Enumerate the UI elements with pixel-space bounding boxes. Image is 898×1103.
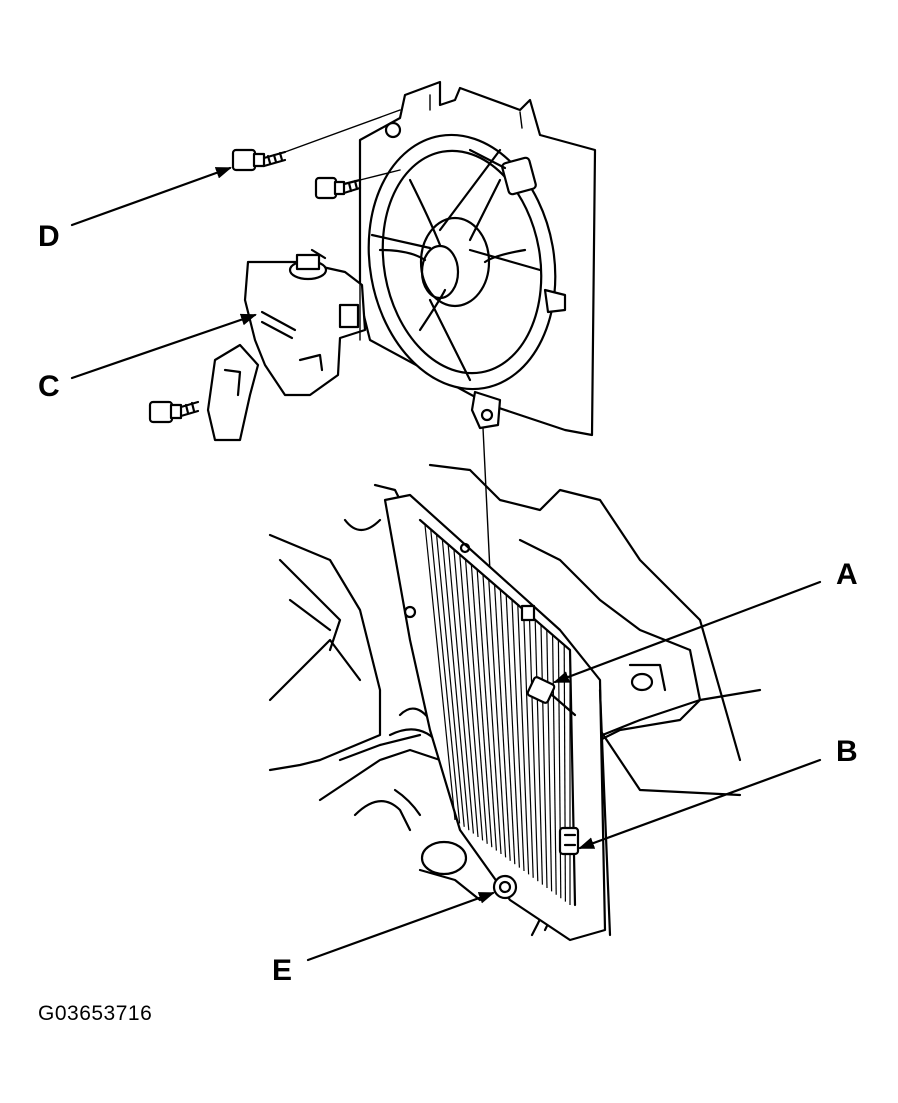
radiator-fin	[523, 609, 534, 878]
callout-label-c: C	[38, 370, 60, 403]
radiator-fin	[465, 559, 488, 844]
bolt-e	[492, 874, 518, 900]
bolt-c	[148, 400, 200, 424]
coolant-reservoir	[243, 248, 367, 397]
radiator-fin	[528, 614, 539, 882]
arrow-a	[553, 580, 822, 684]
radiator-fin	[476, 569, 497, 851]
radiator-fin	[517, 604, 530, 875]
radiator-fin	[453, 549, 479, 838]
radiator-fin	[557, 639, 562, 899]
callout-arrows	[70, 166, 822, 962]
radiator-fin	[511, 599, 525, 872]
arrow-d	[70, 166, 232, 227]
callout-label-b: B	[836, 735, 858, 768]
connector-b	[558, 826, 580, 856]
arrow-e	[306, 891, 495, 962]
radiator-fin	[563, 644, 567, 902]
figure-id: G03653716	[38, 1002, 153, 1025]
bolt-d-upper	[231, 148, 287, 172]
radiator-fin	[424, 524, 456, 821]
callout-label-a: A	[836, 558, 858, 591]
reservoir-bracket	[206, 343, 260, 442]
radiator-fin	[499, 589, 516, 865]
radiator-fins	[424, 524, 571, 905]
radiator-fin	[470, 564, 493, 848]
radiator-fin	[540, 624, 548, 889]
arrow-b	[578, 758, 822, 850]
callout-label-d: D	[38, 220, 60, 253]
radiator-fin	[447, 544, 474, 834]
radiator-fin	[441, 539, 470, 831]
connector-a	[526, 676, 577, 717]
radiator-fin	[482, 574, 502, 855]
radiator-core	[383, 493, 612, 942]
bolt-d-lower	[314, 176, 362, 200]
arrow-c	[70, 313, 257, 380]
radiator-fin	[436, 534, 465, 827]
radiator-fin	[534, 619, 543, 885]
radiator-fin	[488, 579, 507, 858]
radiator-fin	[494, 584, 511, 861]
radiator-fin	[459, 554, 484, 841]
radiator-fin	[505, 594, 520, 868]
fan-motor	[367, 133, 567, 430]
radiator-fin	[430, 529, 461, 824]
callout-label-e: E	[272, 954, 293, 987]
radiator-fin	[546, 629, 553, 892]
